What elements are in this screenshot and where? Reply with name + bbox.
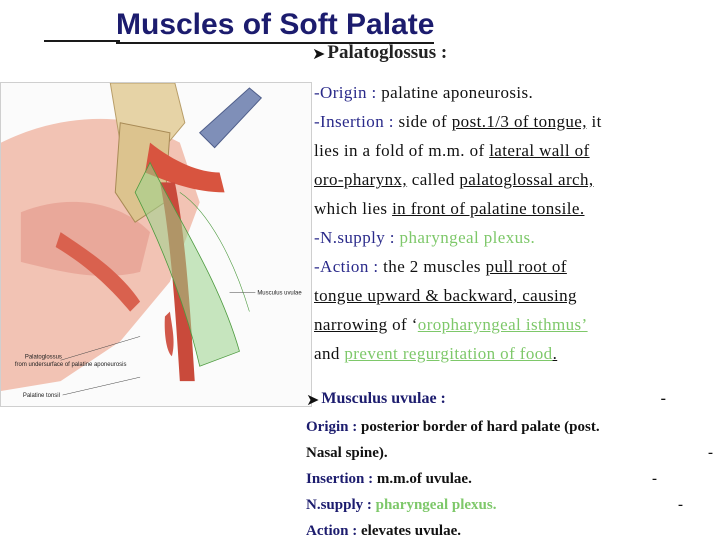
dash-mark: - [652, 471, 657, 487]
palatoglossus-heading-text: Palatoglossus : [327, 42, 448, 63]
text-line: Origin : posterior border of hard palate… [306, 414, 716, 440]
text-line: tongue upward & backward, causing [314, 281, 716, 310]
mu-insertion-label: Insertion : [306, 471, 374, 487]
mu-action-label: Action : [306, 523, 358, 539]
label-musculus-uvulae: Musculus uvulae [257, 291, 302, 297]
arrow-bullet-icon: ➤ [312, 43, 326, 63]
text-span: lies in a fold of m.m. of [314, 141, 490, 160]
dash-mark: - [708, 445, 713, 461]
text-line: -Action : the 2 muscles pull root of [314, 252, 716, 281]
text-line: lies in a fold of m.m. of lateral wall o… [314, 136, 716, 165]
muscle-band-3 [55, 232, 141, 312]
text-line: Action : elevates uvulae. [306, 518, 716, 540]
origin-text: palatine aponeurosis. [376, 83, 534, 102]
text-period: . [552, 344, 558, 363]
mu-insertion-text: m.m.of uvulae. [373, 471, 472, 487]
vessel-shape [198, 87, 263, 149]
text-green-underlined: prevent regurgitation of food [344, 344, 553, 363]
muscle-band-1 [145, 142, 225, 193]
nsupply-text: pharyngeal plexus. [394, 228, 536, 247]
text-underlined: narrowing [314, 315, 388, 334]
text-line: which lies in front of palatine tonsile. [314, 194, 716, 223]
text-line: -N.supply : pharyngeal plexus. [314, 223, 716, 252]
title-underline-lead [44, 40, 120, 42]
mu-nsupply-text: pharyngeal plexus. [371, 497, 497, 513]
label-palatoglossus-origin: from undersurface of palatine aponeurosi… [15, 362, 127, 368]
text-underlined: lateral wall of [489, 141, 590, 160]
uvula-shape [164, 311, 174, 357]
palatoglossus-heading: ➤ Palatoglossus : [312, 40, 712, 66]
origin-label: -Origin : [314, 83, 377, 102]
text-underlined: palatoglossal arch, [459, 170, 594, 189]
palatoglossus-description: -Origin : palatine aponeurosis. -Inserti… [314, 78, 716, 368]
text-green-underlined: oropharyngeal isthmus’ [417, 315, 588, 334]
insertion-underlined: post.1/3 of tongue, [451, 112, 587, 131]
dash-mark: - [660, 390, 666, 407]
mu-origin-label: Origin : [306, 419, 358, 435]
dash-mark: - [678, 497, 683, 513]
anatomy-illustration: Musculus uvulae Palatoglossus from under… [0, 82, 312, 407]
tongue-shape [20, 201, 151, 276]
text-span: called [407, 170, 460, 189]
action-label: -Action : [314, 257, 379, 276]
highlight-line [179, 192, 250, 312]
highlight-region [134, 161, 240, 367]
arrow-bullet-icon: ➤ [306, 389, 320, 409]
soft-palate-diagram: Musculus uvulae Palatoglossus from under… [1, 83, 302, 399]
nsupply-label: -N.supply : [314, 228, 395, 247]
text-line: -Insertion : side of post.1/3 of tongue,… [314, 107, 716, 136]
mu-origin-cont: Nasal spine). [306, 445, 388, 461]
mu-action-text: elevates uvulae. [357, 523, 461, 539]
musculus-uvulae-section: ➤ Musculus uvulae : - Origin : posterior… [306, 384, 716, 540]
page-title: Muscles of Soft Palate [116, 8, 435, 44]
mu-nsupply-label: N.supply : [306, 497, 372, 513]
text-line: Nasal spine). - [306, 440, 716, 466]
insertion-text: side of [393, 112, 452, 131]
text-underlined: oro-pharynx, [314, 170, 408, 189]
text-underlined: in front of palatine tonsile. [392, 199, 585, 218]
leader-line-tonsil [62, 376, 141, 396]
text-underlined: tongue upward & backward, causing [314, 286, 577, 305]
text-span: which lies [314, 199, 393, 218]
insertion-label: -Insertion : [314, 112, 394, 131]
text-line: N.supply : pharyngeal plexus. - [306, 492, 716, 518]
text-span: of ‘ [387, 315, 418, 334]
action-text: the 2 muscles [378, 257, 486, 276]
text-line: Insertion : m.m.of uvulae. - [306, 466, 716, 492]
musculus-uvulae-heading-text: Musculus uvulae : [321, 390, 446, 407]
musculus-uvulae-heading: ➤ Musculus uvulae : - [306, 384, 716, 414]
text-line: -Origin : palatine aponeurosis. [314, 78, 716, 107]
text-span: and [314, 344, 345, 363]
action-underlined: pull root of [485, 257, 567, 276]
text-line: and prevent regurgitation of food. [314, 339, 716, 368]
label-palatoglossus: Palatoglossus [25, 354, 62, 360]
mu-origin-text: posterior border of hard palate (post. [357, 419, 600, 435]
leader-line-palatoglossus [60, 336, 141, 361]
text-line: oro-pharynx, called palatoglossal arch, [314, 165, 716, 194]
insertion-text-end: it [586, 112, 602, 131]
label-palatine-tonsil: Palatine tonsil [23, 393, 60, 399]
text-line: narrowing of ‘oropharyngeal isthmus’ [314, 310, 716, 339]
